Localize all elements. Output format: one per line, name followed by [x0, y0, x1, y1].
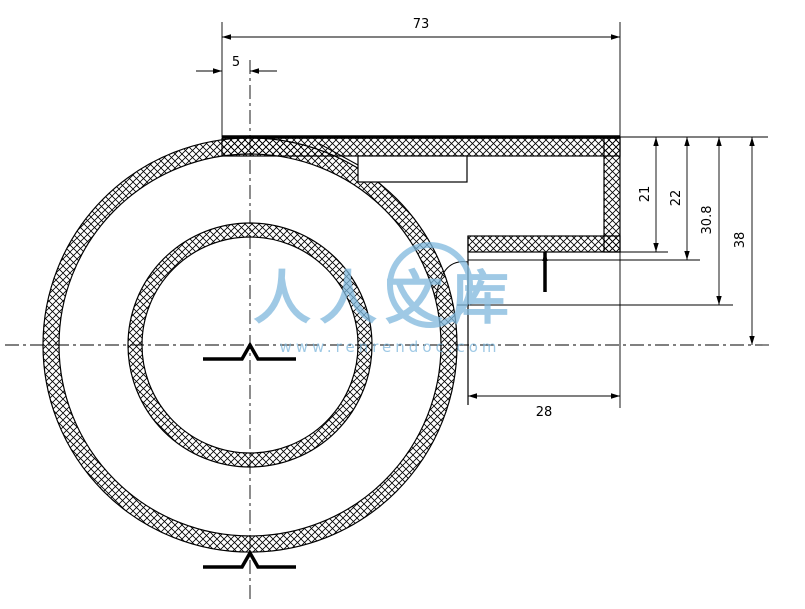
dim-overall-width: 73: [413, 17, 430, 32]
watermark-url: www.renrendoc.com: [279, 338, 500, 356]
box-leader: [317, 142, 359, 166]
hatched-sections: [42, 137, 621, 553]
break-symbol-center: [203, 341, 296, 361]
dimension-lines: [196, 22, 768, 408]
dim-height-a: 21: [638, 186, 653, 203]
watermark-brand: 人人文库: [253, 264, 517, 332]
dim-height-c: 30.8: [700, 206, 715, 235]
lower-wall: [467, 235, 621, 253]
dim-height-d: 38: [733, 232, 748, 249]
watermark: 人人文库 www.renrendoc.com: [253, 242, 517, 356]
watermark-logo-circle: [387, 242, 473, 328]
dim-offset: 5: [232, 55, 240, 70]
dim-outlet-width: 28: [536, 405, 553, 420]
right-wall: [603, 137, 621, 253]
top-plate: [221, 137, 621, 157]
inner-box: [357, 155, 468, 183]
center-lines: [5, 60, 770, 600]
dim-height-b: 22: [669, 190, 684, 207]
break-symbol-bottom: [203, 549, 296, 569]
